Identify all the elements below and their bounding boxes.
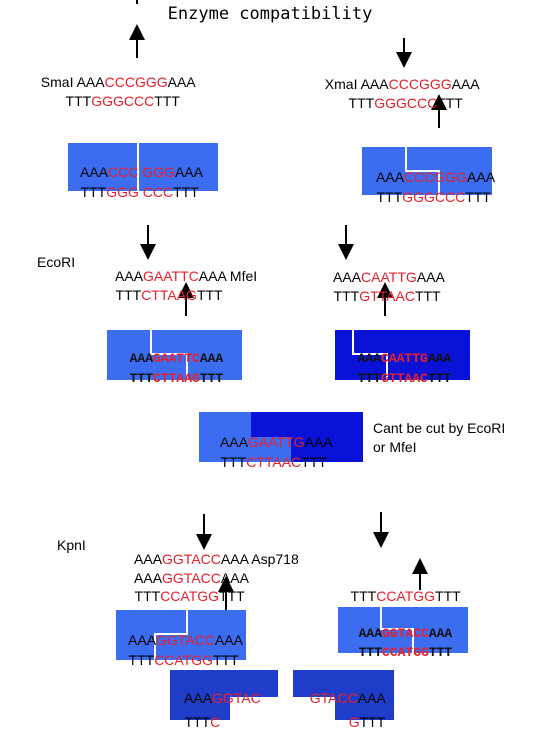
smai-bottom-seq: TTTGGGCCCTTT (65, 93, 180, 109)
asp718-product-bottom: TTTCCATGGTTT (358, 645, 453, 660)
mfei-product-bottom: TTTGTTAACTTT (357, 371, 452, 386)
mfei-cut-mid (352, 353, 388, 355)
smai-blunt-cut (137, 143, 139, 191)
mfei-product-top: AAACAATTGAAA (357, 351, 452, 366)
mfei-cut-top (352, 330, 354, 355)
ecori-product-box (107, 330, 242, 380)
ecori-cut-mid (150, 353, 188, 355)
kpni-cut-top (186, 610, 188, 635)
kpni-label: KpnI (57, 537, 86, 553)
fragment-left-box-top (170, 670, 278, 697)
kpni-product-bottom: TTTCCATGGTTT (128, 652, 239, 668)
mfei-label: MfeI (229, 268, 258, 284)
hybrid-note-line1: Cant be cut by EcoRI (373, 420, 506, 436)
mfei-cut-bottom (386, 353, 388, 380)
fragment-right-top: GTACCAAA (309, 690, 386, 706)
ecori-cut-bottom (186, 353, 188, 380)
kpni-product-box (116, 610, 246, 660)
kpni-cut-bottom (154, 633, 156, 660)
asp718-cut-mid (380, 628, 414, 630)
asp718-label: Asp718 (251, 551, 299, 567)
hybrid-note-line2: or MfeI (373, 439, 417, 455)
xmai-label: XmaI (324, 76, 358, 92)
asp718-product-top: AAAGGTACCAAA (358, 626, 453, 641)
hybrid-top-seq: AAAGAATTGAAA (220, 434, 333, 450)
smai-product-box (68, 143, 218, 191)
kpni-product-top: AAAGGTACCAAA (128, 632, 243, 648)
page-title: Enzyme compatibility (167, 4, 373, 24)
ecori-top-seq: AAAGAATTCAAA MfeI (115, 268, 258, 284)
smai-product-bottom: TTTGGG CCCTTT (80, 184, 199, 200)
smai-product-top: AAACCC GGGAAA (80, 164, 203, 180)
hybrid-box-notch (251, 412, 291, 437)
xmai-cut-mid (405, 170, 440, 172)
fragment-left-top: AAAGGTAC (184, 690, 261, 706)
xmai-product-top: AAACCCGGGAAA (376, 169, 496, 185)
mfei-top-seq: AAACAATTGAAA (333, 269, 445, 285)
smai-top-seq: SmaI AAACCCGGGAAA (40, 74, 196, 90)
fragment-left-bottom: TTTC (184, 714, 221, 730)
ecori-product-top: AAAGAATTCAAA (129, 351, 224, 366)
fragment-right-bottom: GTTT (348, 714, 386, 730)
kpni-top-seq: AAAGGTACCAAA Asp718 (134, 551, 299, 567)
asp718-top-seq: AAAGGTACCAAA (134, 570, 249, 586)
fragment-left-box-bottom (170, 697, 230, 720)
xmai-top-seq: XmaI AAACCCGGGAAA (324, 76, 480, 92)
kpni-bottom-seq: TTTCCATGGTTT (134, 588, 245, 604)
fragment-right-box-bottom (335, 697, 394, 720)
fragment-right-box-top (293, 670, 394, 697)
xmai-cut-bottom (438, 170, 440, 195)
hybrid-box-right (291, 412, 363, 462)
xmai-cut-top (405, 147, 407, 171)
mfei-bottom-seq: TTTGTTAACTTT (333, 288, 441, 304)
ecori-label: EcoRI (37, 254, 76, 270)
xmai-product-bottom: TTTGGGCCCTTT (376, 189, 491, 205)
asp718-cut-top (380, 607, 382, 630)
ecori-product-bottom: TTTCTTAAGTTT (129, 371, 224, 386)
kpni-cut-mid (154, 633, 188, 635)
smai-label: SmaI (40, 74, 74, 90)
asp718-cut-bottom (412, 628, 414, 653)
asp718-product-box (338, 607, 468, 653)
ecori-cut-top (150, 330, 152, 355)
mfei-product-box (335, 330, 470, 380)
xmai-bottom-seq: TTTGGGCCCTTT (348, 95, 463, 111)
asp718-bottom-seq: TTTCCATGGTTT (350, 588, 461, 604)
hybrid-bottom-seq: TTTCTTAACTTT (220, 454, 327, 470)
ecori-bottom-seq: TTTCTTAAGTTT (115, 287, 223, 303)
